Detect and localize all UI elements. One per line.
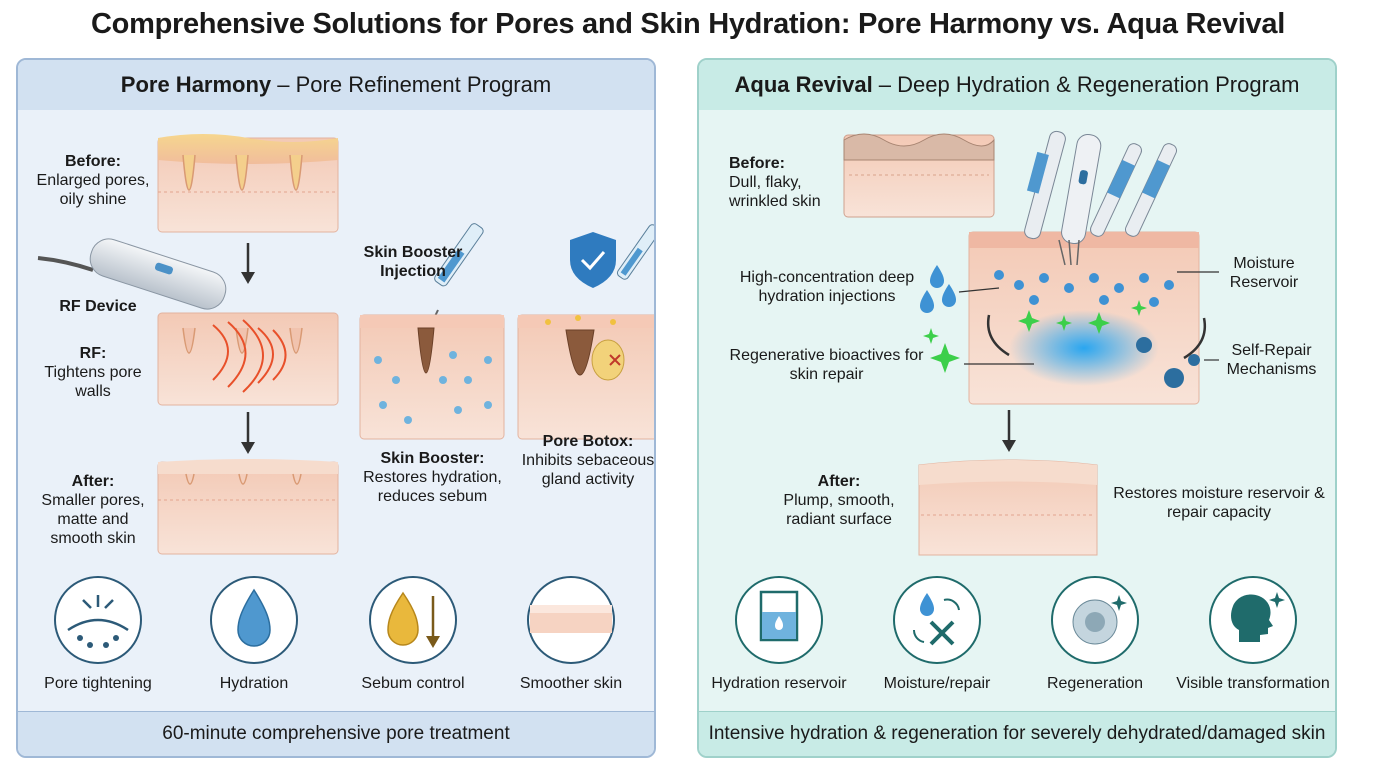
- self-repair-label: Self-Repair Mechanisms: [1226, 342, 1317, 378]
- icon-label-pore-tightening: Pore tightening: [44, 675, 152, 692]
- rf-device-icon: [37, 238, 227, 310]
- droplets-icon: [920, 265, 956, 313]
- restore-label: Restores moisture reservoir & repair cap…: [1113, 485, 1325, 521]
- aqua-after-text: Plump, smooth, radiant surface: [783, 492, 895, 528]
- rf-device-label: RF Device: [59, 298, 137, 315]
- pore-harmony-panel: Pore Harmony – Pore Refinement Program: [16, 58, 656, 758]
- after-title: After:: [71, 473, 115, 490]
- treatment-skin-block: [968, 231, 1207, 405]
- oil-drop-icon: [369, 576, 457, 664]
- pore-harmony-name: Pore Harmony: [120, 72, 272, 97]
- pore-tightening-icon: [54, 576, 142, 664]
- aqua-revival-subtitle: – Deep Hydration & Regeneration Program: [872, 72, 1300, 97]
- aqua-revival-illustration: [735, 130, 1297, 664]
- after-skin-block: [157, 459, 339, 555]
- icon-label-moisture-repair: Moisture/repair: [883, 675, 991, 692]
- rf-text: Tightens pore walls: [44, 364, 142, 400]
- syringe-icon-2: [616, 224, 654, 280]
- icon-label-visible-transformation: Visible transformation: [1176, 675, 1330, 692]
- icon-label-regeneration: Regeneration: [1046, 675, 1144, 692]
- icon-label-smoother-skin: Smoother skin: [519, 675, 623, 692]
- injection-label: High-concentration deep hydration inject…: [739, 269, 915, 305]
- skin-booster-block: [359, 314, 505, 440]
- aqua-before-text: Dull, flaky, wrinkled skin: [729, 174, 821, 210]
- plump-skin-block: [918, 459, 1098, 556]
- icon-label-hydration-reservoir: Hydration reservoir: [711, 675, 847, 692]
- page-title: Comprehensive Solutions for Pores and Sk…: [91, 8, 1285, 40]
- cell-icon: [1051, 576, 1139, 664]
- water-drop-icon: [210, 576, 298, 664]
- icon-label-hydration: Hydration: [219, 675, 289, 692]
- rf-skin-block: [157, 312, 339, 406]
- skin-booster-injection-label: Skin Booster Injection: [363, 244, 463, 280]
- rf-title: RF:: [79, 345, 107, 362]
- smooth-skin-icon: [527, 576, 615, 664]
- aqua-revival-panel: Aqua Revival – Deep Hydration & Regenera…: [697, 58, 1337, 758]
- skin-booster-result-title: Skin Booster:: [380, 450, 485, 467]
- after-text: Smaller pores, matte and smooth skin: [41, 492, 145, 547]
- repair-tools-icon: [893, 576, 981, 664]
- before-skin-block: [157, 134, 339, 233]
- bioactives-label: Regenerative bioactives for skin repair: [729, 347, 924, 383]
- head-sparkle-icon: [1209, 576, 1297, 664]
- moisture-reservoir-label: Moisture Reservoir: [1229, 255, 1299, 291]
- dry-skin-block: [843, 133, 995, 218]
- aqua-after-title: After:: [817, 473, 861, 490]
- shield-check-icon: [570, 232, 616, 288]
- icon-label-sebum-control: Sebum control: [361, 675, 465, 692]
- pore-botox-title: Pore Botox:: [542, 433, 634, 450]
- sparkle-icon: [923, 328, 960, 373]
- pore-botox-block: [517, 314, 654, 440]
- aqua-before-title: Before:: [729, 155, 786, 172]
- pore-harmony-header: Pore Harmony – Pore Refinement Program: [18, 60, 654, 110]
- aqua-revival-footer: Intensive hydration & regeneration for s…: [699, 711, 1335, 756]
- pore-botox-text: Inhibits sebaceous gland activity: [521, 452, 655, 488]
- before-title: Before:: [64, 153, 121, 170]
- pore-harmony-illustration: [37, 134, 654, 664]
- skin-booster-result-text: Restores hydration, reduces sebum: [363, 469, 502, 505]
- injection-device-icon: [1024, 130, 1178, 266]
- pore-harmony-subtitle: – Pore Refinement Program: [271, 72, 552, 97]
- before-text: Enlarged pores, oily shine: [36, 172, 150, 208]
- pore-harmony-footer: 60-minute comprehensive pore treatment: [18, 711, 654, 756]
- aqua-revival-name: Aqua Revival: [734, 72, 873, 97]
- beaker-icon: [735, 576, 823, 664]
- aqua-revival-header: Aqua Revival – Deep Hydration & Regenera…: [699, 60, 1335, 110]
